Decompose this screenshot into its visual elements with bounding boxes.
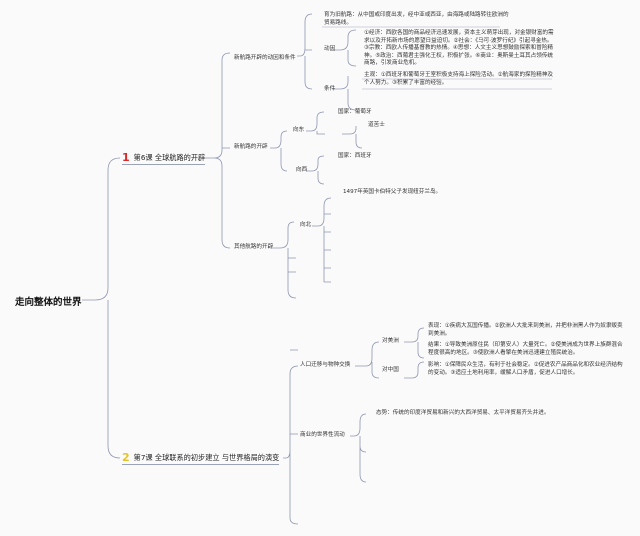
lesson1-title: 第6课 全球航路的开辟 <box>133 152 206 162</box>
connector-america <box>404 327 425 359</box>
connector-root <box>82 157 121 459</box>
route-east-sub: 道苦士 <box>368 122 385 128</box>
connector-background <box>297 13 313 90</box>
lesson2-node[interactable]: 2 第7课 全球联系的初步建立 与世界格局的演变 <box>122 451 280 465</box>
connector-north <box>312 197 332 283</box>
route-east[interactable]: 向东 <box>293 127 305 133</box>
branch-routes[interactable]: 新航路的开辟 <box>234 144 268 150</box>
lesson2-number: 2 <box>122 451 130 464</box>
branch-other[interactable]: 其他航路的开辟 <box>234 244 274 250</box>
connector-other <box>270 221 297 299</box>
branch-background[interactable]: 新航路开辟的动因和条件 <box>234 55 296 61</box>
route-west-country: 国家：西班牙 <box>338 153 372 159</box>
connector-china <box>404 361 425 379</box>
route-east-country: 国家：葡萄牙 <box>338 109 372 115</box>
lesson1-number: 1 <box>122 151 130 164</box>
connector-routes <box>270 130 288 172</box>
migration-china[interactable]: 对中国 <box>382 367 399 373</box>
branch-trade[interactable]: 商业的世界性流动 <box>300 432 345 438</box>
china-effect: 影响：①保障民众生活，有利于社会稳定。②促进农产品商品化和农业经济结构的变动。③… <box>428 362 623 376</box>
connector-east-sub <box>342 126 363 149</box>
route-west[interactable]: 向西 <box>296 167 308 173</box>
connector-motive <box>332 29 357 67</box>
america-show: 表现：①疾病大瓦国传播。②欧洲人大批来到美洲，并把非洲黑人作为奴隶贩卖到美洲。 <box>428 323 623 337</box>
root-topic[interactable]: 走向整体的世界 <box>15 297 82 308</box>
connector-lesson2 <box>283 349 299 525</box>
branch-migration[interactable]: 人口迁移与物种交换 <box>300 362 351 368</box>
trade-trend: 态势：传统的印度洋贸易和新兴的大西洋贸易、太平洋贸易齐头并进。 <box>376 410 550 416</box>
lesson2-title: 第7课 全球联系的初步建立 与世界格局的演变 <box>133 452 280 462</box>
motive-label[interactable]: 动因 <box>324 46 336 52</box>
connector-trade <box>350 413 367 483</box>
connector-east <box>306 111 325 135</box>
america-result: 结果：①导致美洲原住民（印第安人）大量死亡。②使美洲成为世界上族群混合程度很高的… <box>428 342 623 356</box>
background-intro: 育为旧航路：从中国或印度出发，经中亚或西亚，由海路或陆路转往欧洲的贸易路线。 <box>324 12 509 26</box>
connector-west <box>306 155 325 185</box>
connector-migration <box>355 341 380 379</box>
route-north[interactable]: 向北 <box>300 222 312 228</box>
cabot-text: 1497年英国卡伯特父子发现纽芬兰岛。 <box>343 189 442 195</box>
migration-america[interactable]: 对美洲 <box>382 338 399 344</box>
condition-label[interactable]: 条件 <box>324 86 336 92</box>
connector-lesson1 <box>205 52 231 249</box>
lesson1-node[interactable]: 1 第6课 全球航路的开辟 <box>122 151 206 165</box>
condition-text: 主观：①西班牙和葡萄牙王室积极支持海上探险活动。②航海家的探险精神及个人努力。③… <box>364 72 554 86</box>
connector-condition <box>332 76 357 111</box>
motive-text: ①经济：西欧各国的商品经济迅速发展，资本主义萌芽出现，对金银财富的需求以及开拓新… <box>364 30 554 67</box>
